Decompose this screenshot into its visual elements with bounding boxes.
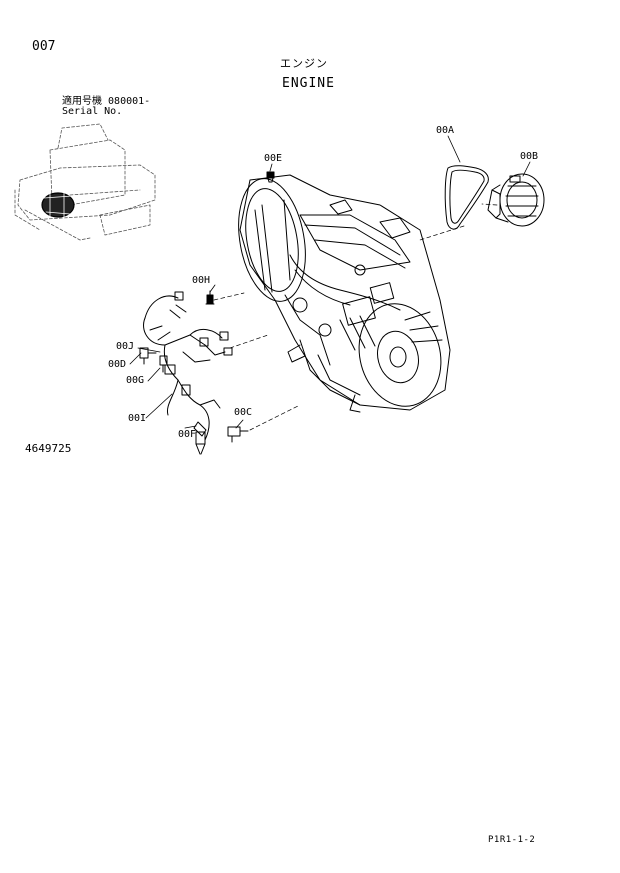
alternator-part <box>487 173 545 227</box>
machine-locator-thumbnail <box>14 123 156 241</box>
assembly-lines <box>213 203 498 431</box>
engine-block <box>238 174 451 413</box>
callout-00C: 00C <box>234 407 253 418</box>
callout-00F: 00F <box>178 429 197 440</box>
sensor-part-d <box>139 347 157 365</box>
bolt-part-e <box>266 171 275 183</box>
sensor-part-h <box>205 290 215 305</box>
connector-part-g <box>159 355 168 373</box>
callout-00E: 00E <box>264 153 283 164</box>
callout-00G: 00G <box>126 375 145 386</box>
callout-00H: 00H <box>192 275 211 286</box>
serial-range: 080001- <box>108 96 151 107</box>
sensor-part-c <box>227 426 249 443</box>
callout-00A: 00A <box>436 125 455 136</box>
callout-00B: 00B <box>520 151 539 162</box>
page-code: P1R1-1-2 <box>488 835 536 845</box>
title-japanese: エンジン <box>280 57 328 70</box>
serial-label-english: Serial No. <box>62 106 123 117</box>
drawing-number: 4649725 <box>25 442 72 455</box>
serial-label-japanese: 適用号機 080001- <box>62 97 150 107</box>
fan-belt-part <box>444 165 489 230</box>
leader-lines <box>129 135 531 429</box>
callout-00J: 00J <box>116 341 135 352</box>
title-english: ENGINE <box>282 76 335 91</box>
page-number: 007 <box>32 39 56 54</box>
callout-00D: 00D <box>108 359 127 370</box>
wiring-harness-part <box>143 291 233 455</box>
callout-00I: 00I <box>128 413 147 424</box>
serial-label-jp: 適用号機 <box>62 96 102 107</box>
locator-engine-highlight <box>41 191 75 219</box>
